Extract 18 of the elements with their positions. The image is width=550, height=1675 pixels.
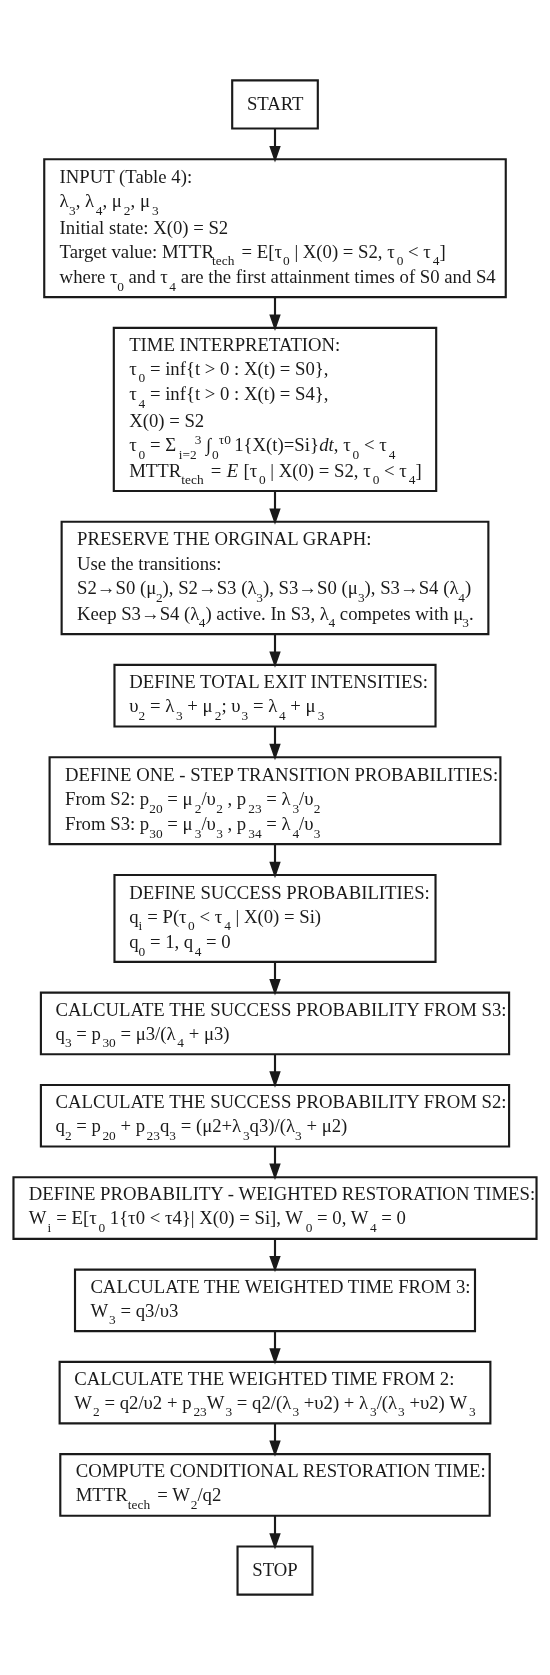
arrow (269, 491, 281, 525)
node-box: DEFINE PROBABILITY - WEIGHTED RESTORATION TIMES: W$_{i}$ = E[τ$_{0}$ 1{τ0 < τ4}| X(0) = Si], W$_{0}$ = 0, W$_{4}$ = 0 (12, 1176, 538, 1240)
node-box: CALCULATE THE WEIGHTED TIME FROM 2: W$_{2}$ = q2/υ2 + p$_{23}$W$_{3}$ = q2/(λ$_{3}$ +υ2) + λ$_{3}$/(λ$_{3}$ +υ2) W$_{3}$ (58, 1360, 492, 1425)
node-box: TIME INTERPRETATION: τ$_{0}$ = inf{t > 0 : X(t) = S0}, τ$_{4}$ = inf{t > 0 : X(t) = S4}, X(0) = S2 τ$_{0}$ = Σ$_{i=2}$$^{3}$ ∫$_{0}$$^{τ0}$ 1{X(t)=Si}dt, τ$_{0}$ < τ$_{4}$ MTTR$_{tech}$ = E [τ$_{0}$ | X(0) = S2, τ$_{0}$ < τ$_{4}$] (112, 326, 438, 493)
node-box: CALCULATE THE SUCCESS PROBABILITY FROM S3: q$_{3}$ = p$_{30}$ = μ3/(λ$_{4}$ + μ3) (39, 991, 511, 1056)
node-box: INPUT (Table 4): λ$_{3}$, λ$_{4}$, μ$_{2}$, μ$_{3}$ Initial state: X(0) = S2 Target value: MTTR$_{tech}$ = E[τ$_{0}$ | X(0) = S2, τ$_{0}$ < τ$_{4}$] where τ$_{0}$ and τ$_{4}$ are the first attainment times of S0 and S4 (43, 158, 507, 299)
node-box: CALCULATE THE WEIGHTED TIME FROM 3: W$_{3}$ = q3/υ3 (73, 1268, 477, 1333)
arrow (269, 128, 281, 163)
arrow (269, 1515, 281, 1550)
node-box: START (231, 79, 319, 130)
node-box: PRESERVE THE ORGINAL GRAPH: Use the transitions: S2→S0 (μ$_{2}$), S2→S3 (λ$_{3}$), S3→S0 (μ$_{3}$), S3→S4 (λ$_{4}$) Keep S3→S4 (λ$_{4}$) active. In S3, λ$_{4}$ competes with μ$_{3}$. (60, 520, 490, 636)
node-box: DEFINE ONE - STEP TRANSITION PROBABILITIES: From S2: p$_{20}$ = μ$_{2}$/υ$_{2}$ , p$_{23}$ = λ$_{3}$/υ$_{2}$ From S3: p$_{30}$ = μ$_{3}$/υ$_{3}$ , p$_{34}$ = λ$_{4}$/υ$_{3}$ (48, 756, 502, 846)
node-box: CALCULATE THE SUCCESS PROBABILITY FROM S2: q$_{2}$ = p$_{20}$ + p$_{23}$q$_{3}$ = (μ2+λ$_{3}$q3)/(λ$_{3}$ + μ2) (39, 1083, 511, 1148)
arrow (269, 844, 281, 879)
node-box: DEFINE TOTAL EXIT INTENSITIES: υ$_{2}$ = λ$_{3}$ + μ$_{2}$; υ$_{3}$ = λ$_{4}$ + μ$_{3}$ (113, 663, 437, 728)
node-box: COMPUTE CONDITIONAL RESTORATION TIME: MTTR$_{tech}$ = W$_{2}$/q2 (59, 1453, 491, 1517)
node-box: STOP (236, 1545, 314, 1596)
node-box: DEFINE SUCCESS PROBABILITIES: q$_{i}$ = P(τ$_{0}$ < τ$_{4}$ | X(0) = Si) q$_{0}$ = 1, q$_{4}$ = 0 (113, 873, 437, 963)
